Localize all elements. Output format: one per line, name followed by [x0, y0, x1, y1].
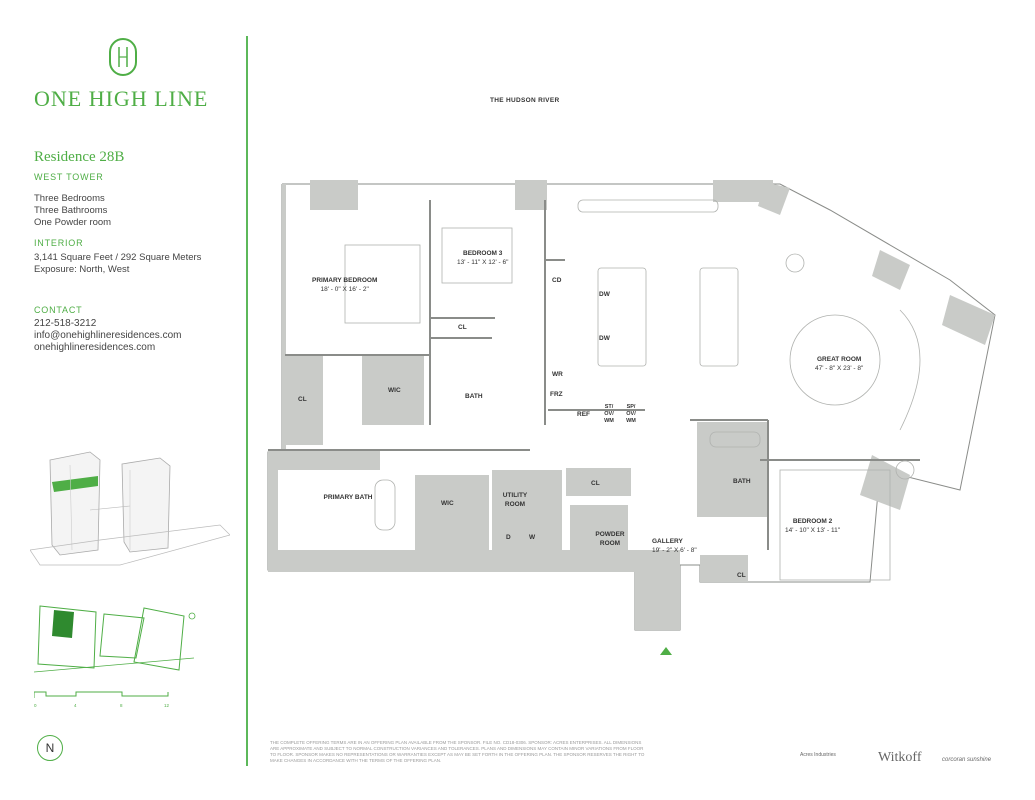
appliance-dw-2: DW — [599, 335, 610, 342]
river-label: THE HUDSON RIVER — [490, 97, 560, 104]
room-primary-bath: PRIMARY BATH — [323, 494, 373, 501]
contact-phone[interactable]: 212-518-3212 — [34, 318, 97, 329]
north-compass-icon: N — [37, 735, 63, 761]
room-wic-2: WIC — [441, 500, 454, 507]
room-great-room: GREAT ROOM 47' - 8" X 23' - 8" — [815, 355, 863, 373]
site-map — [34, 605, 196, 673]
contact-website[interactable]: onehighlineresidences.com — [34, 342, 156, 353]
divider-line — [246, 36, 248, 766]
contact-details: 212-518-3212 info@onehighlineresidences.… — [34, 318, 181, 354]
room-dim: 47' - 8" X 23' - 8" — [815, 365, 864, 372]
appliance-frz: FRZ — [550, 391, 563, 398]
room-powder: POWDER ROOM — [595, 531, 625, 547]
room-name: BEDROOM 3 — [463, 250, 503, 257]
room-dim: 19' - 2" X 6' - 8" — [652, 547, 697, 554]
appliance-dw-1: DW — [599, 291, 610, 298]
appliance-dryer: D — [506, 534, 511, 541]
developer-logo-acres: Acres Industries — [800, 752, 836, 758]
interior-details: 3,141 Square Feet / 292 Square Meters Ex… — [34, 252, 201, 276]
room-name: PRIMARY BEDROOM — [312, 277, 378, 284]
room-bath-2: BATH — [733, 478, 751, 485]
developer-logo-witkoff: Witkoff — [878, 750, 922, 765]
contact-heading: CONTACT — [34, 305, 83, 315]
feature-powder: One Powder room — [34, 217, 112, 228]
room-name: GALLERY — [652, 538, 683, 545]
room-cl-1: CL — [298, 396, 307, 403]
appliance-cd: CD — [552, 277, 562, 284]
building-logo-icon — [109, 38, 137, 76]
appliance-wr: WR — [552, 371, 563, 378]
room-gallery: GALLERY 19' - 2" X 6' - 8" — [652, 537, 702, 555]
room-cl-2: CL — [458, 324, 467, 331]
brand-name: ONE HIGH LINE — [34, 86, 209, 111]
room-primary-bedroom: PRIMARY BEDROOM 18' - 0" X 16' - 2" — [312, 276, 377, 294]
feature-bedrooms: Three Bedrooms — [34, 193, 105, 204]
building-illustration — [30, 451, 230, 566]
scale-tick-12: 12 — [164, 703, 170, 708]
room-bath-1: BATH — [465, 393, 483, 400]
feature-bathrooms: Three Bathrooms — [34, 205, 108, 216]
interior-size: 3,141 Square Feet / 292 Square Meters — [34, 252, 202, 263]
scale-tick-4: 4 — [74, 703, 77, 708]
room-wic-1: WIC — [388, 387, 401, 394]
contact-email[interactable]: info@onehighlineresidences.com — [34, 330, 182, 341]
room-dim: 18' - 0" X 16' - 2" — [320, 286, 369, 293]
room-name: BEDROOM 2 — [792, 518, 833, 525]
scale-tick-8: 8 — [120, 703, 123, 708]
feature-list: Three Bedrooms Three Bathrooms One Powde… — [34, 193, 111, 229]
scale-bar — [34, 691, 169, 698]
room-dim: 13' - 11" X 12' - 6" — [457, 259, 509, 266]
appliance-washer: W — [529, 534, 536, 541]
room-utility: UTILITY ROOM — [502, 492, 528, 508]
scale-tick-0: 0 — [34, 703, 37, 708]
interior-exposure: Exposure: North, West — [34, 264, 130, 275]
room-bedroom-3: BEDROOM 3 13' - 11" X 12' - 6" — [457, 249, 508, 267]
room-dim: 14' - 10" X 13' - 11" — [785, 527, 841, 534]
room-cl-3: CL — [591, 480, 600, 487]
room-name: GREAT ROOM — [817, 356, 862, 363]
interior-heading: INTERIOR — [34, 238, 84, 248]
room-cl-4: CL — [737, 572, 746, 579]
appliance-sp-ov-wm: SP/ OV/ WM — [626, 404, 636, 424]
developer-logo-corcoran: corcoran sunshine — [942, 757, 992, 763]
appliance-ref: REF — [577, 411, 590, 418]
appliance-st-ov-wm: ST/ OV/ WM — [604, 404, 614, 424]
floor-plan — [267, 180, 996, 655]
legal-disclaimer: THE COMPLETE OFFERING TERMS ARE IN AN OF… — [270, 740, 645, 763]
sidebar: ONE HIGH LINE Residence 28B WEST TOWER T… — [0, 0, 246, 800]
room-bedroom-2: BEDROOM 2 14' - 10" X 13' - 11" — [785, 517, 840, 535]
tower-name: WEST TOWER — [34, 172, 104, 182]
residence-title: Residence 28B — [34, 149, 125, 165]
